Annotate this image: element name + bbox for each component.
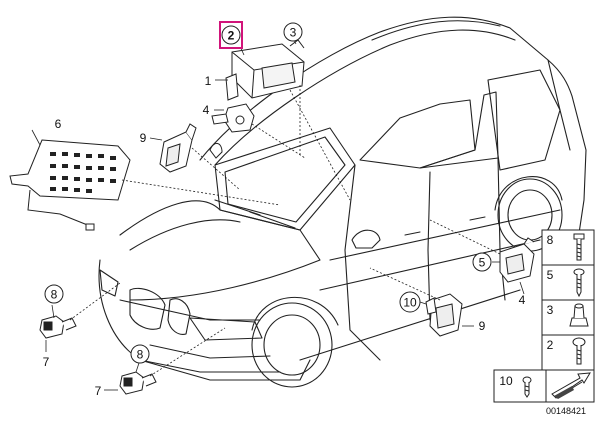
nut-icon [569,303,589,327]
fastener-table: 8 5 3 2 [493,229,595,416]
callout-7-bottom[interactable]: 7 [95,384,102,398]
leader-lines [31,39,525,391]
callout-9-right[interactable]: 9 [479,319,486,333]
callout-5-label: 5 [479,256,486,270]
fastener-5-label: 5 [547,268,554,282]
callout-2-label: 2 [228,29,235,43]
fastener-row-8[interactable]: 8 [547,233,585,261]
callout-6-label: 6 [55,117,62,131]
front-sensor-right[interactable] [119,371,157,395]
diagram-code: 00148421 [546,406,586,416]
bolt-icon [572,337,586,365]
fastener-3-label: 3 [547,303,554,317]
callout-8-left-label: 8 [51,288,58,302]
callout-4-right[interactable]: 4 [519,293,526,307]
door-pressure-sensor[interactable] [425,293,463,337]
callout-8-bottom[interactable]: 8 [130,344,150,364]
callout-9-right-label: 9 [479,319,486,333]
callout-7-left-label: 7 [43,355,50,369]
fastener-10-label: 10 [499,374,513,388]
fastener-row-10[interactable]: 10 [499,374,532,398]
callout-3[interactable]: 3 [283,22,303,42]
callout-7-left[interactable]: 7 [43,355,50,369]
screw-icon [573,268,585,298]
callout-5[interactable]: 5 [472,252,492,272]
callout-7-bottom-label: 7 [95,384,102,398]
screw-icon [522,376,532,398]
callout-2[interactable]: 2 [219,21,243,49]
callout-9-top[interactable]: 9 [140,131,147,145]
rain-sensor [209,143,223,159]
front-sensor-left[interactable] [39,315,77,339]
fastener-row-5[interactable]: 5 [547,268,585,298]
crash-sensor-upper[interactable] [211,103,255,133]
callout-4-top[interactable]: 4 [203,103,210,117]
bolt-icon [573,233,585,261]
callout-1-label: 1 [205,74,212,88]
callout-8-bottom-label: 8 [137,348,144,362]
callout-10-label: 10 [403,296,417,310]
callout-10[interactable]: 10 [399,291,421,313]
callout-4-top-label: 4 [203,103,210,117]
callout-1[interactable]: 1 [205,74,212,88]
fastener-row-3[interactable]: 3 [547,303,589,327]
fastener-8-label: 8 [547,233,554,247]
callout-9-top-label: 9 [140,131,147,145]
callout-6[interactable]: 6 [55,117,62,131]
callout-4-right-label: 4 [519,293,526,307]
callout-3-label: 3 [290,26,297,40]
fastener-row-2[interactable]: 2 [547,337,586,365]
arrow-icon [551,372,591,399]
side-sensor-front[interactable] [159,123,197,173]
car-illustration [98,16,587,388]
fastener-2-label: 2 [547,338,554,352]
airbag-control-unit[interactable] [225,39,305,101]
seat-occupancy-mat[interactable] [9,139,131,231]
side-sensor-rear[interactable] [499,237,535,283]
callout-8-left[interactable]: 8 [44,284,64,304]
